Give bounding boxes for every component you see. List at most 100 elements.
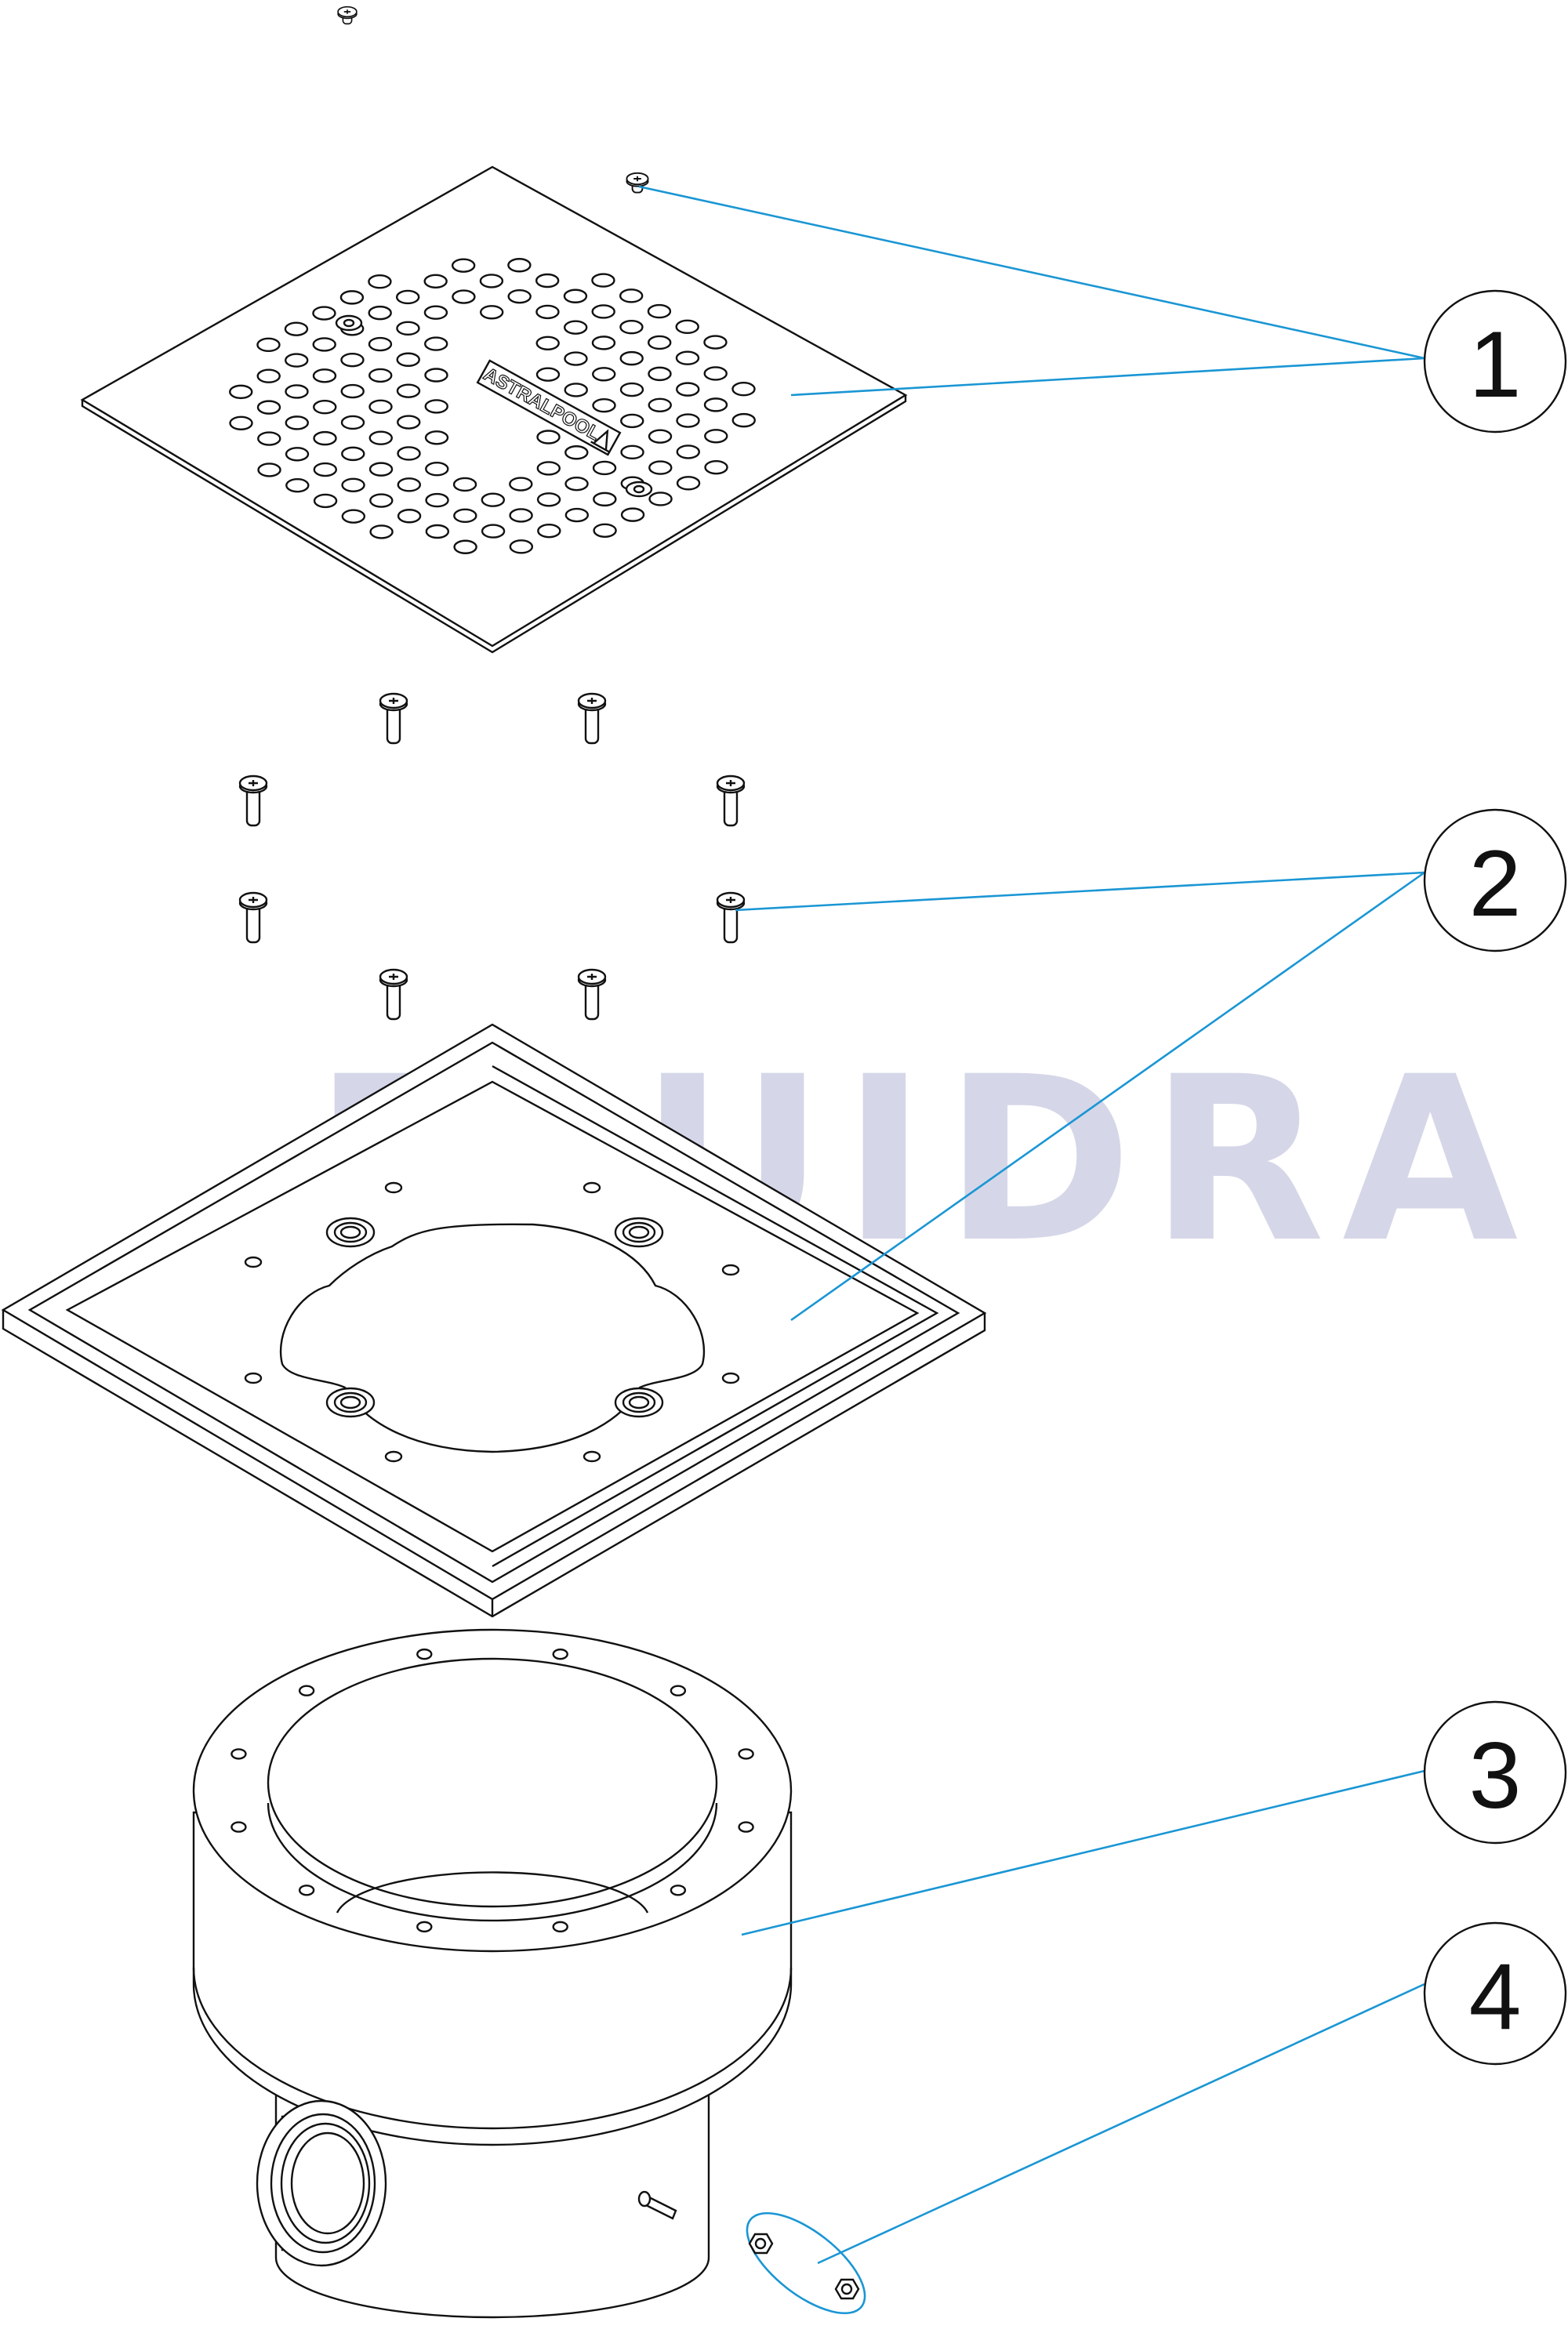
grate-hole — [229, 384, 253, 400]
grate-hole — [564, 351, 588, 366]
grate-hole — [536, 430, 561, 444]
grate-hole — [619, 320, 644, 335]
callout-3: 3 — [1423, 1700, 1567, 1845]
grate-hole — [591, 304, 615, 319]
svg-text:4: 4 — [1469, 1944, 1522, 2049]
screws — [238, 5, 746, 1021]
grate-hole — [704, 459, 728, 475]
grate-hole — [396, 321, 420, 336]
grate-hole — [620, 507, 645, 522]
grate-hole — [648, 460, 673, 475]
grate-hole — [369, 524, 394, 539]
grate-hole — [423, 305, 448, 320]
grate-hole — [256, 337, 281, 353]
drain-body — [192, 1628, 793, 2319]
screw — [238, 891, 268, 944]
flange-hole — [230, 1748, 247, 1760]
grate-hole — [509, 539, 534, 554]
grate-hole — [397, 446, 421, 461]
grate-hole — [536, 461, 561, 476]
grate-hole — [648, 397, 672, 412]
screw — [238, 775, 268, 827]
grate-hole — [256, 400, 281, 415]
flange-hole — [416, 1648, 433, 1660]
grate-hole — [340, 352, 365, 368]
grate-hole — [424, 368, 448, 383]
flange-hole — [552, 1921, 568, 1933]
svg-text:2: 2 — [1469, 831, 1522, 936]
grate-hole — [703, 397, 728, 412]
grate-hole — [284, 321, 309, 336]
boss — [325, 1217, 376, 1248]
grate-hole — [340, 415, 365, 430]
grate-hole — [452, 477, 477, 492]
grate-hole — [285, 353, 309, 368]
grate-hole — [285, 477, 310, 493]
grate-hole — [647, 303, 672, 319]
grate-hole — [312, 368, 337, 383]
grate-hole — [675, 319, 699, 335]
leader-lines — [638, 185, 1425, 2265]
grate-hole — [425, 462, 449, 477]
grate-hole — [676, 476, 701, 491]
grate-hole — [368, 274, 392, 289]
grate-hole — [535, 304, 560, 320]
grate-hole — [675, 350, 700, 365]
body-flange-holes — [230, 1648, 754, 1933]
grate-hole — [704, 429, 728, 444]
flange-hole — [670, 1885, 687, 1896]
grate-hole — [424, 399, 448, 414]
screw — [337, 5, 358, 25]
grate-hole — [453, 539, 477, 554]
grate-hole — [563, 288, 588, 303]
grate: ASTRALPOOL — [80, 165, 908, 654]
grate-hole — [619, 350, 644, 366]
grate-hole — [509, 508, 533, 523]
boss — [614, 1217, 664, 1248]
screw — [577, 692, 607, 745]
grate-hole — [535, 367, 561, 382]
screw — [379, 692, 408, 745]
grate-hole — [536, 492, 561, 507]
grate-hole — [285, 415, 309, 430]
screw — [626, 172, 649, 194]
grate-hole — [648, 366, 672, 382]
grate-hole — [619, 288, 644, 303]
grate-hole — [591, 336, 616, 350]
grate-holes — [229, 258, 756, 554]
grate-hole — [339, 290, 365, 305]
grate-hole — [535, 273, 560, 288]
frame-hole — [244, 1372, 263, 1384]
grate-hole — [424, 430, 449, 445]
frame-holes — [244, 1181, 740, 1463]
grate-hole — [257, 431, 281, 446]
callout-1: 1 — [1423, 289, 1567, 434]
grate-hole — [340, 383, 365, 399]
flange-hole — [738, 1821, 754, 1833]
frame — [1, 1023, 987, 1618]
grate-hole — [703, 335, 728, 350]
nuts — [746, 2211, 866, 2315]
frame-hole — [384, 1450, 403, 1463]
flange-hole — [738, 1748, 754, 1760]
screw — [716, 891, 746, 944]
grate-hole — [285, 384, 309, 399]
grate-hole — [535, 336, 560, 350]
screw — [577, 968, 607, 1021]
flange-hole — [298, 1685, 315, 1696]
grate-hole — [507, 288, 532, 304]
grate-hole — [341, 477, 365, 492]
frame-hole — [583, 1181, 601, 1194]
grate-hole — [396, 352, 420, 367]
grate-hole — [592, 397, 616, 413]
grate-hole — [619, 382, 644, 397]
grate-hole — [368, 399, 393, 415]
grate-hole — [620, 444, 644, 460]
grate-hole — [452, 289, 476, 304]
grate-hole — [229, 415, 253, 430]
flange-hole — [230, 1821, 247, 1833]
grate-hole — [313, 462, 337, 477]
grate-hole — [312, 306, 336, 321]
grate-hole — [479, 274, 504, 288]
